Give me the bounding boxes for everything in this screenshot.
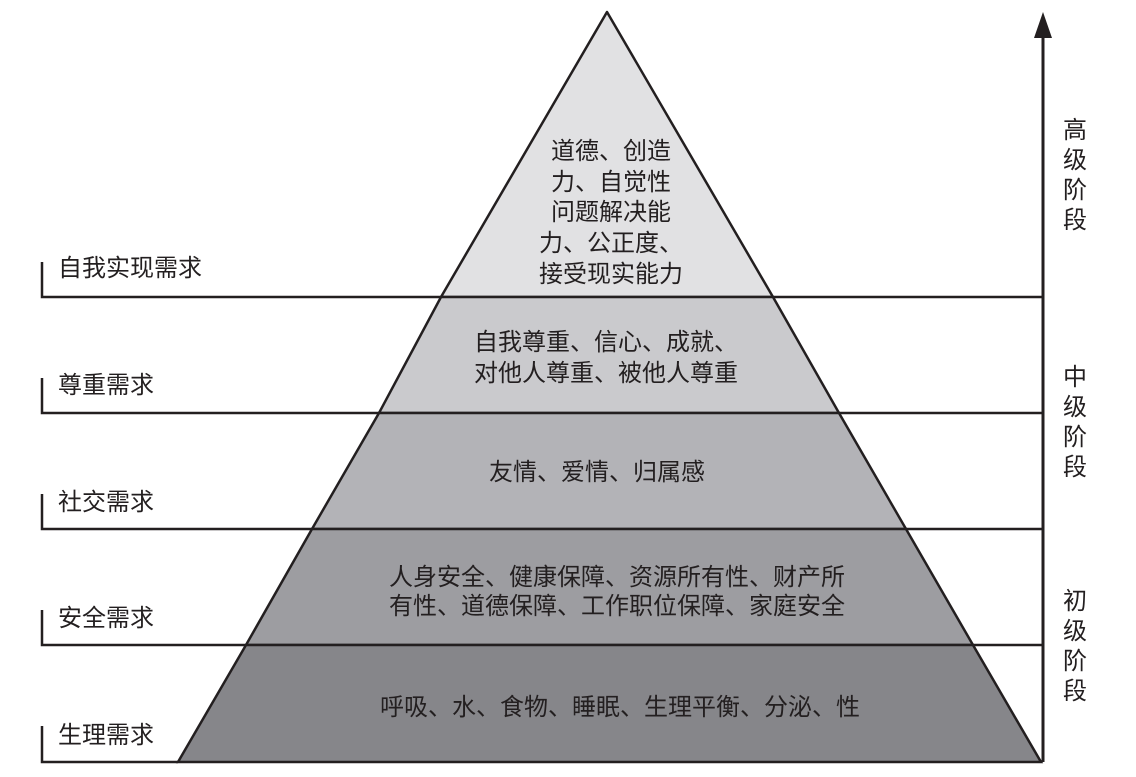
leader-line-physiological [40,726,178,764]
self-actualization-text-line: 力、公正度、 [539,229,683,257]
social-text-line: 友情、爱情、归属感 [489,458,705,486]
self-actualization-text-line: 力、自觉性 [551,168,671,196]
physiological-text-line: 呼吸、水、食物、睡眠、生理平衡、分泌、性 [380,693,860,721]
leader-line-safety [40,610,246,647]
level-label-esteem: 尊重需求 [58,371,154,399]
safety-text-line: 有性、道德保障、工作职位保障、家庭安全 [389,592,845,620]
pyramid-band-physiological [175,643,1044,764]
esteem-text-line: 对他人尊重、被他人尊重 [474,359,738,387]
esteem-text-line: 自我尊重、信心、成就、 [474,328,738,356]
leader-line-self-actualization [40,262,441,299]
stage-label-intermediate: 中级阶段 [1063,363,1087,481]
stage-label-advanced: 高级阶段 [1063,116,1087,234]
self-actualization-text-line: 接受现实能力 [539,260,683,288]
level-label-physiological: 生理需求 [58,721,154,749]
leader-line-social [40,494,312,531]
level-label-social: 社交需求 [58,488,154,516]
leader-line-esteem [40,378,379,415]
stage-label-initial: 初级阶段 [1063,587,1087,705]
safety-text-line: 人身安全、健康保障、资源所有性、财产所 [389,563,845,591]
level-label-self-actualization: 自我实现需求 [58,254,202,282]
stage-label-text: 初级阶段 [1063,587,1087,705]
stage-axis-arrowhead [1034,12,1052,38]
self-actualization-text-line: 问题解决能 [551,198,671,226]
stage-label-text: 高级阶段 [1063,116,1087,234]
level-label-safety: 安全需求 [58,604,154,632]
self-actualization-text-line: 道德、创造 [551,137,671,165]
stage-label-text: 中级阶段 [1063,363,1087,481]
